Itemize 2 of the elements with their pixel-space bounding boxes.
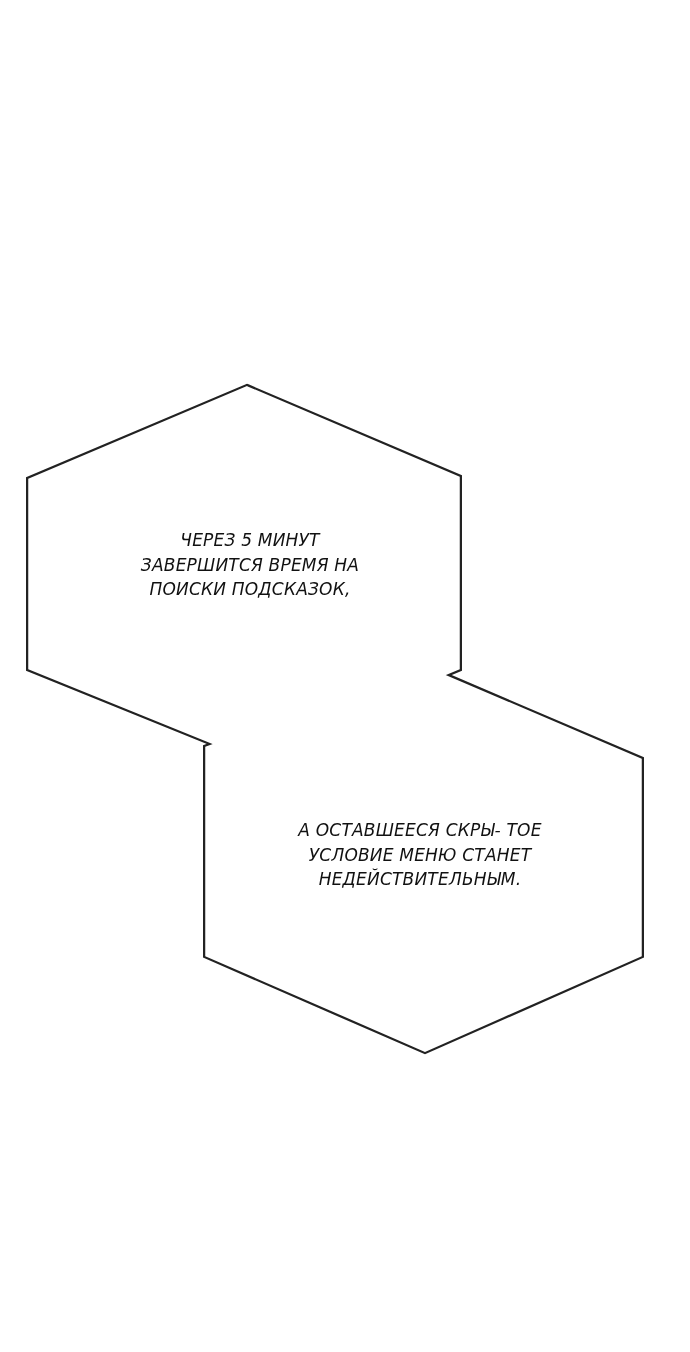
- caption-text: ЧЕРЕЗ 5 МИНУТ ЗАВЕРШИТСЯ ВРЕМЯ НА ПОИСКИ ПОДСКАЗОК,: [130, 528, 370, 602]
- caption-text: А ОСТАВШЕЕСЯ СКРЫ- ТОЕ УСЛОВИЕ МЕНЮ СТАНЕТ НЕДЕЙСТВИТЕЛЬНЫМ.: [295, 818, 545, 892]
